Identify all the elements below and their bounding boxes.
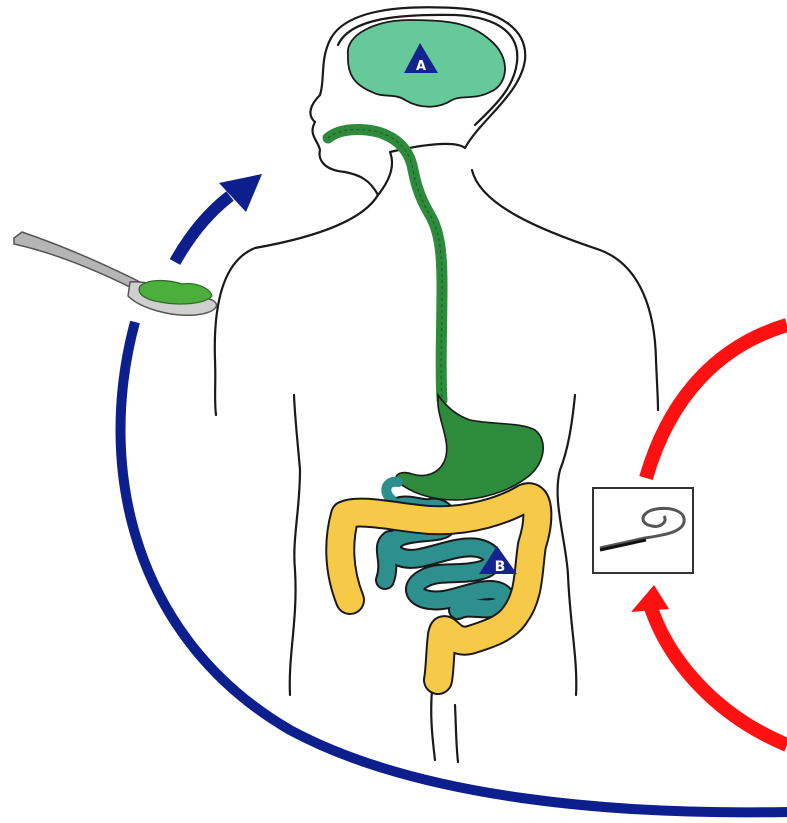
brain-marker-label: A	[416, 59, 426, 74]
right-leg	[455, 705, 458, 762]
red-arrow-top	[646, 325, 787, 478]
implanted-device-icon	[593, 488, 693, 573]
ingestion-arrow	[175, 174, 262, 262]
red-arrowhead	[631, 585, 669, 612]
left-torso	[290, 395, 300, 695]
left-shoulder	[215, 195, 378, 415]
spoon-handle	[14, 232, 140, 290]
ingestion-arrow-shaft	[175, 196, 230, 262]
left-leg	[431, 690, 435, 760]
right-torso	[558, 395, 577, 695]
intestine-marker-label: B	[495, 559, 506, 575]
esophagus	[328, 130, 442, 400]
red-arrow-bottom	[650, 605, 787, 745]
esophagus-outline	[328, 130, 442, 400]
right-shoulder	[472, 170, 658, 410]
